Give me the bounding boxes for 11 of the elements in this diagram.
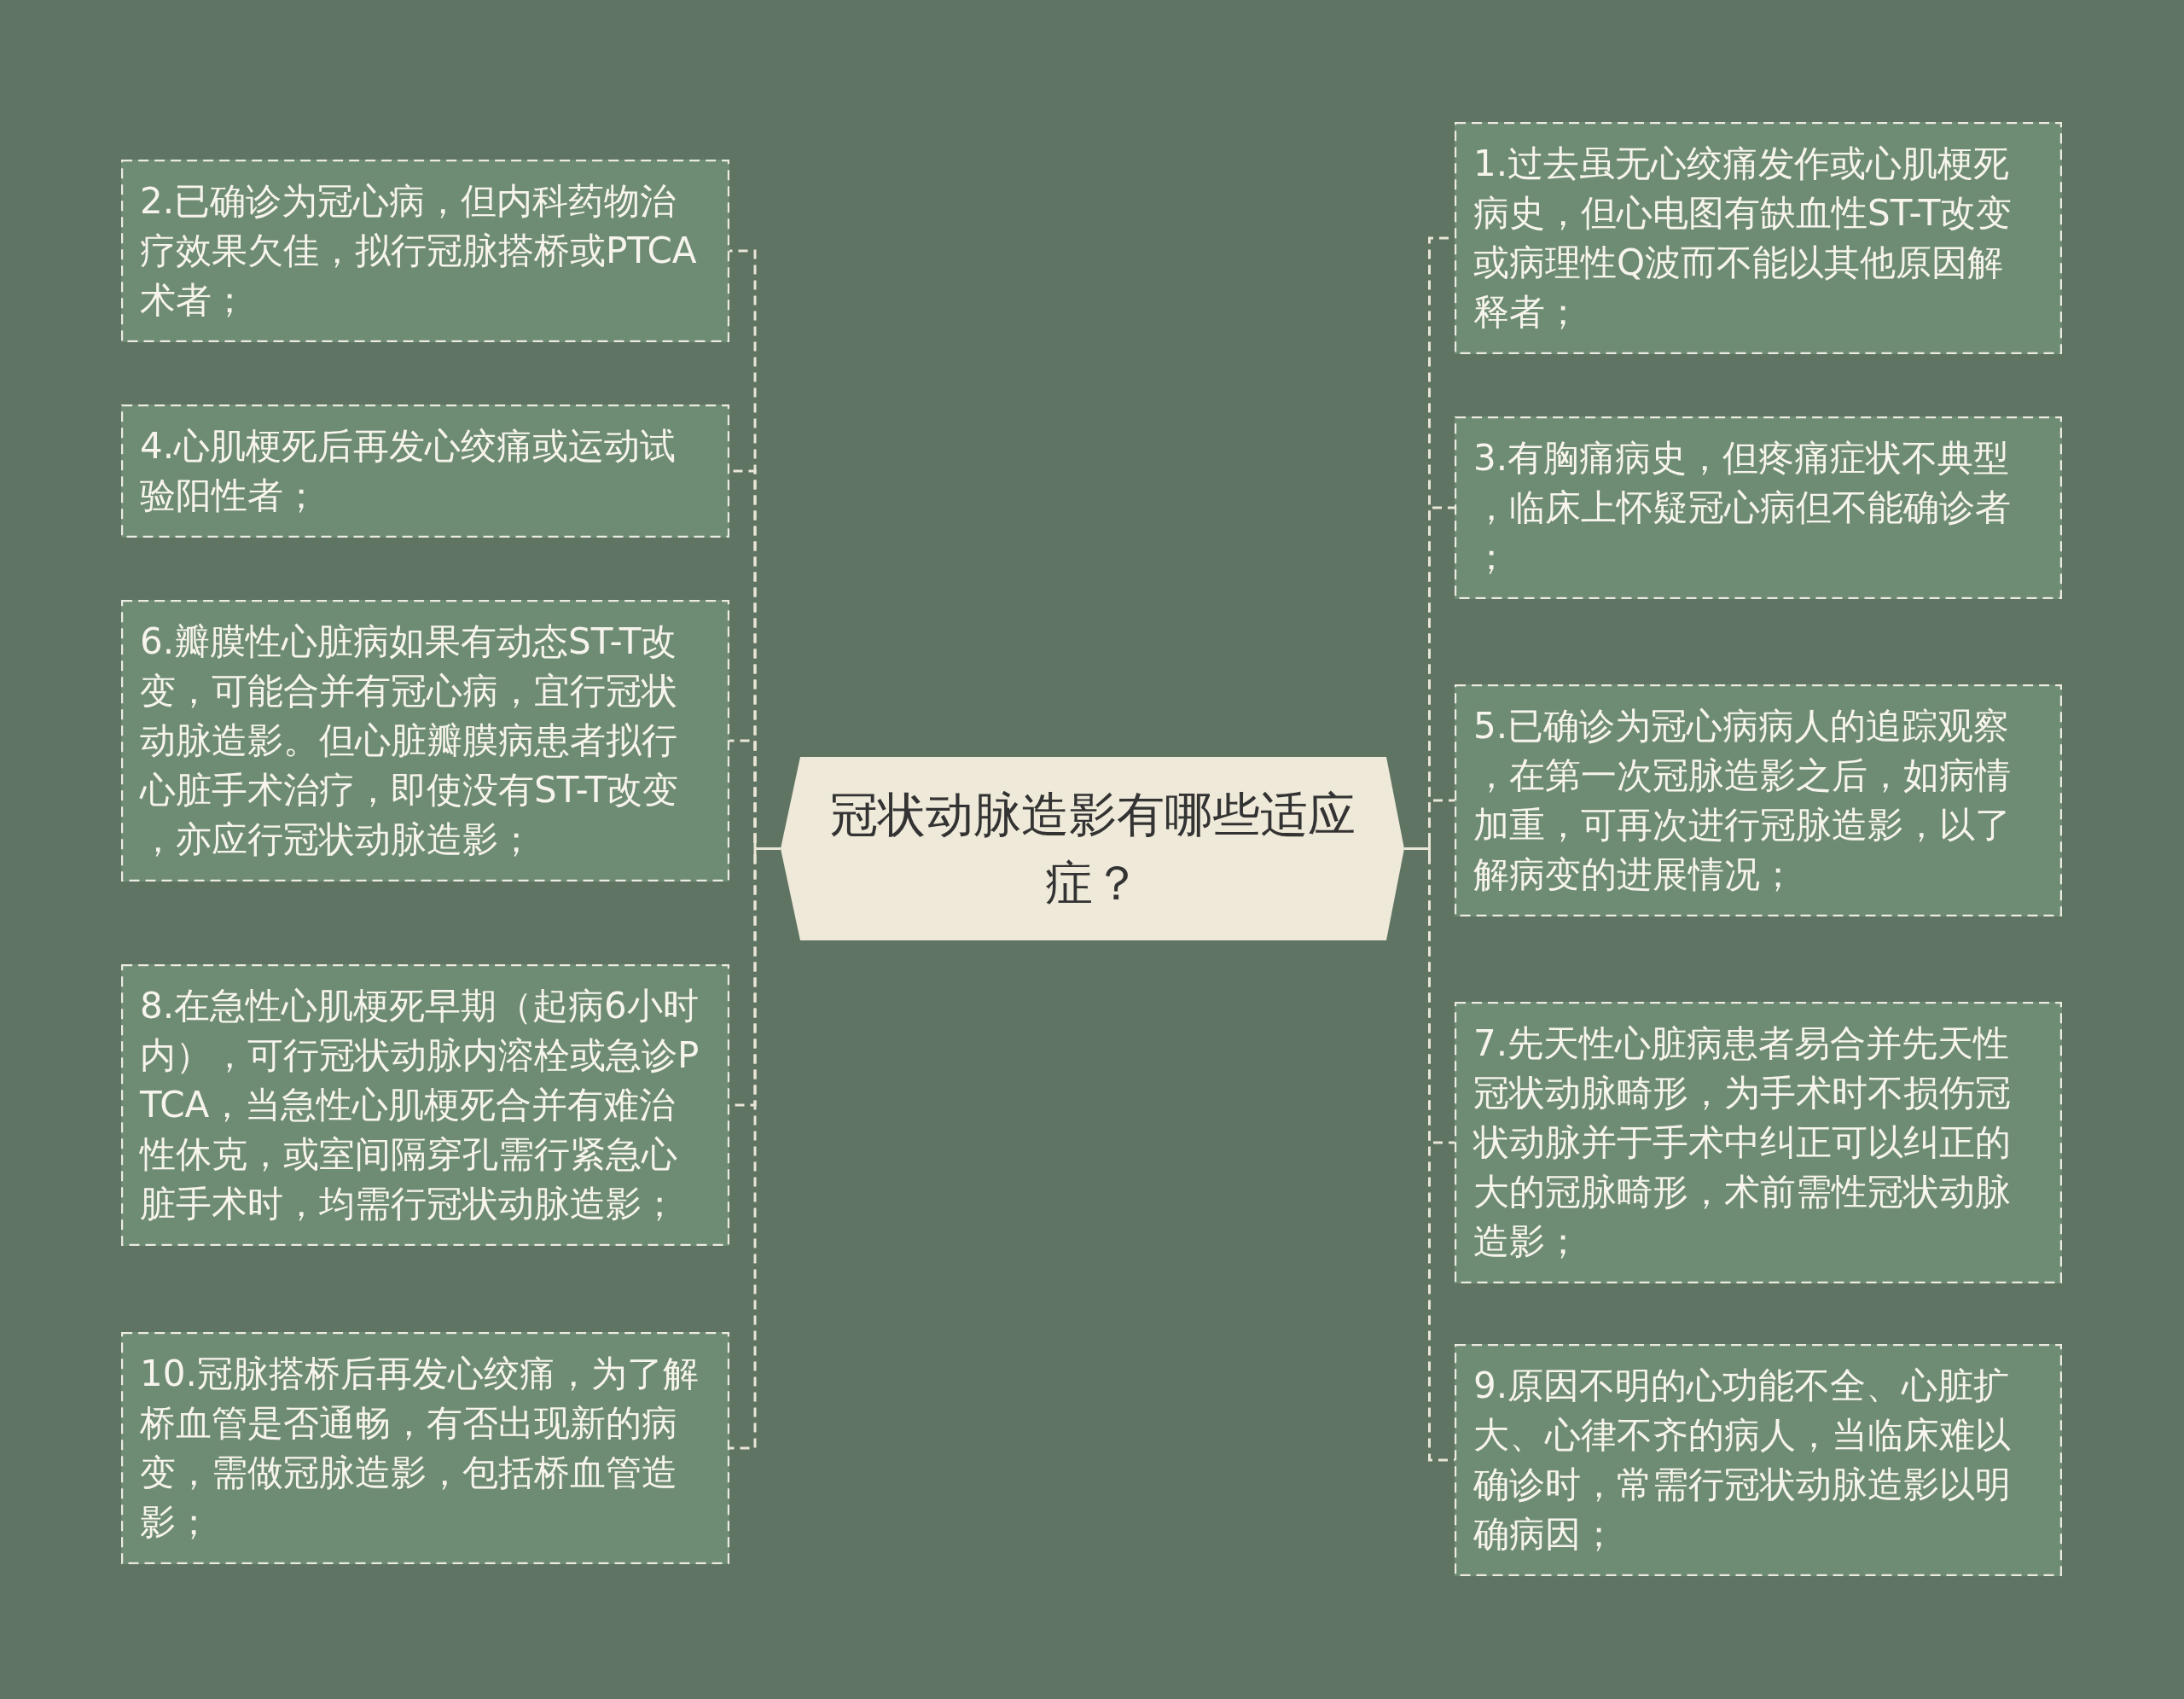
topic-box: 2.已确诊为冠心病，但内科药物治疗效果欠佳，拟行冠脉搭桥或PTCA术者；: [121, 160, 729, 342]
topic-box: 7.先天性心脏病患者易合并先天性冠状动脉畸形，为手术时不损伤冠状动脉并于手术中纠正可以纠正的大的冠脉畸形，术前需性冠状动脉造影；: [1455, 1002, 2062, 1283]
central-hexagon: 冠状动脉造影有哪些适应症？: [781, 757, 1404, 940]
topic-box: 4.心肌梗死后再发心绞痛或运动试验阳性者；: [121, 404, 729, 538]
topic-box: 6.瓣膜性心脏病如果有动态ST-T改变，可能合并有冠心病，宜行冠状动脉造影。但心脏瓣膜病患者拟行心脏手术治疗，即使没有ST-T改变，亦应行冠状动脉造影；: [121, 600, 729, 882]
topic-box: 8.在急性心肌梗死早期（起病6小时内），可行冠状动脉内溶栓或急诊PTCA，当急性心肌梗死合并有难治性休克，或室间隔穿孔需行紧急心脏手术时，均需行冠状动脉造影；: [121, 964, 729, 1246]
topic-box: 1.过去虽无心绞痛发作或心肌梗死病史，但心电图有缺血性ST-T改变或病理性Q波而不能以其他原因解释者；: [1455, 122, 2062, 354]
topic-box: 5.已确诊为冠心病病人的追踪观察，在第一次冠脉造影之后，如病情加重，可再次进行冠脉造影，以了解病变的进展情况；: [1455, 684, 2062, 916]
topic-box: 9.原因不明的心功能不全、心脏扩大、心律不齐的病人，当临床难以确诊时，常需行冠状动脉造影以明确病因；: [1455, 1344, 2062, 1576]
topic-box: 10.冠脉搭桥后再发心绞痛，为了解桥血管是否通畅，有否出现新的病变，需做冠脉造影，包括桥血管造影；: [121, 1332, 729, 1564]
topic-box: 3.有胸痛病史，但疼痛症状不典型，临床上怀疑冠心病但不能确诊者；: [1455, 416, 2062, 599]
